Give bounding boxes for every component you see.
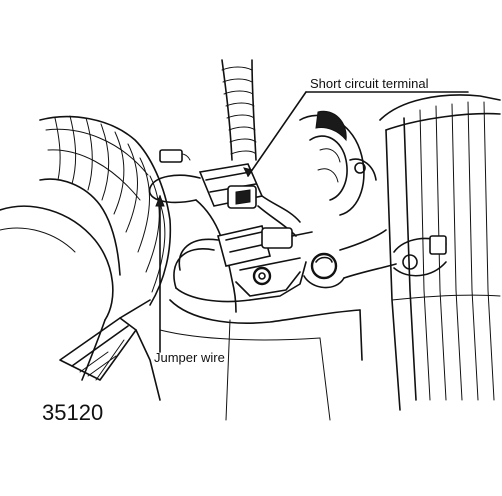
mounting-bracket [59,299,161,401]
jumper-wire [148,149,237,313]
short-circuit-leader [243,91,469,177]
coiled-hose [299,110,377,216]
figure-number: 35120 [42,400,103,425]
short-circuit-terminal-label: Short circuit terminal [310,76,429,91]
jumper-wire-label: Jumper wire [154,350,225,365]
lower-body-lines [159,299,363,421]
air-intake-hose [39,115,172,306]
ribbed-panel [379,94,501,411]
injector-assembly [173,225,313,303]
jumper-wire-leader [155,194,165,353]
wire-harness [221,59,257,161]
air-cleaner-body [0,205,114,381]
mounting-bolt [303,229,397,289]
connector-block [198,163,301,237]
hose-clamp [393,235,447,277]
